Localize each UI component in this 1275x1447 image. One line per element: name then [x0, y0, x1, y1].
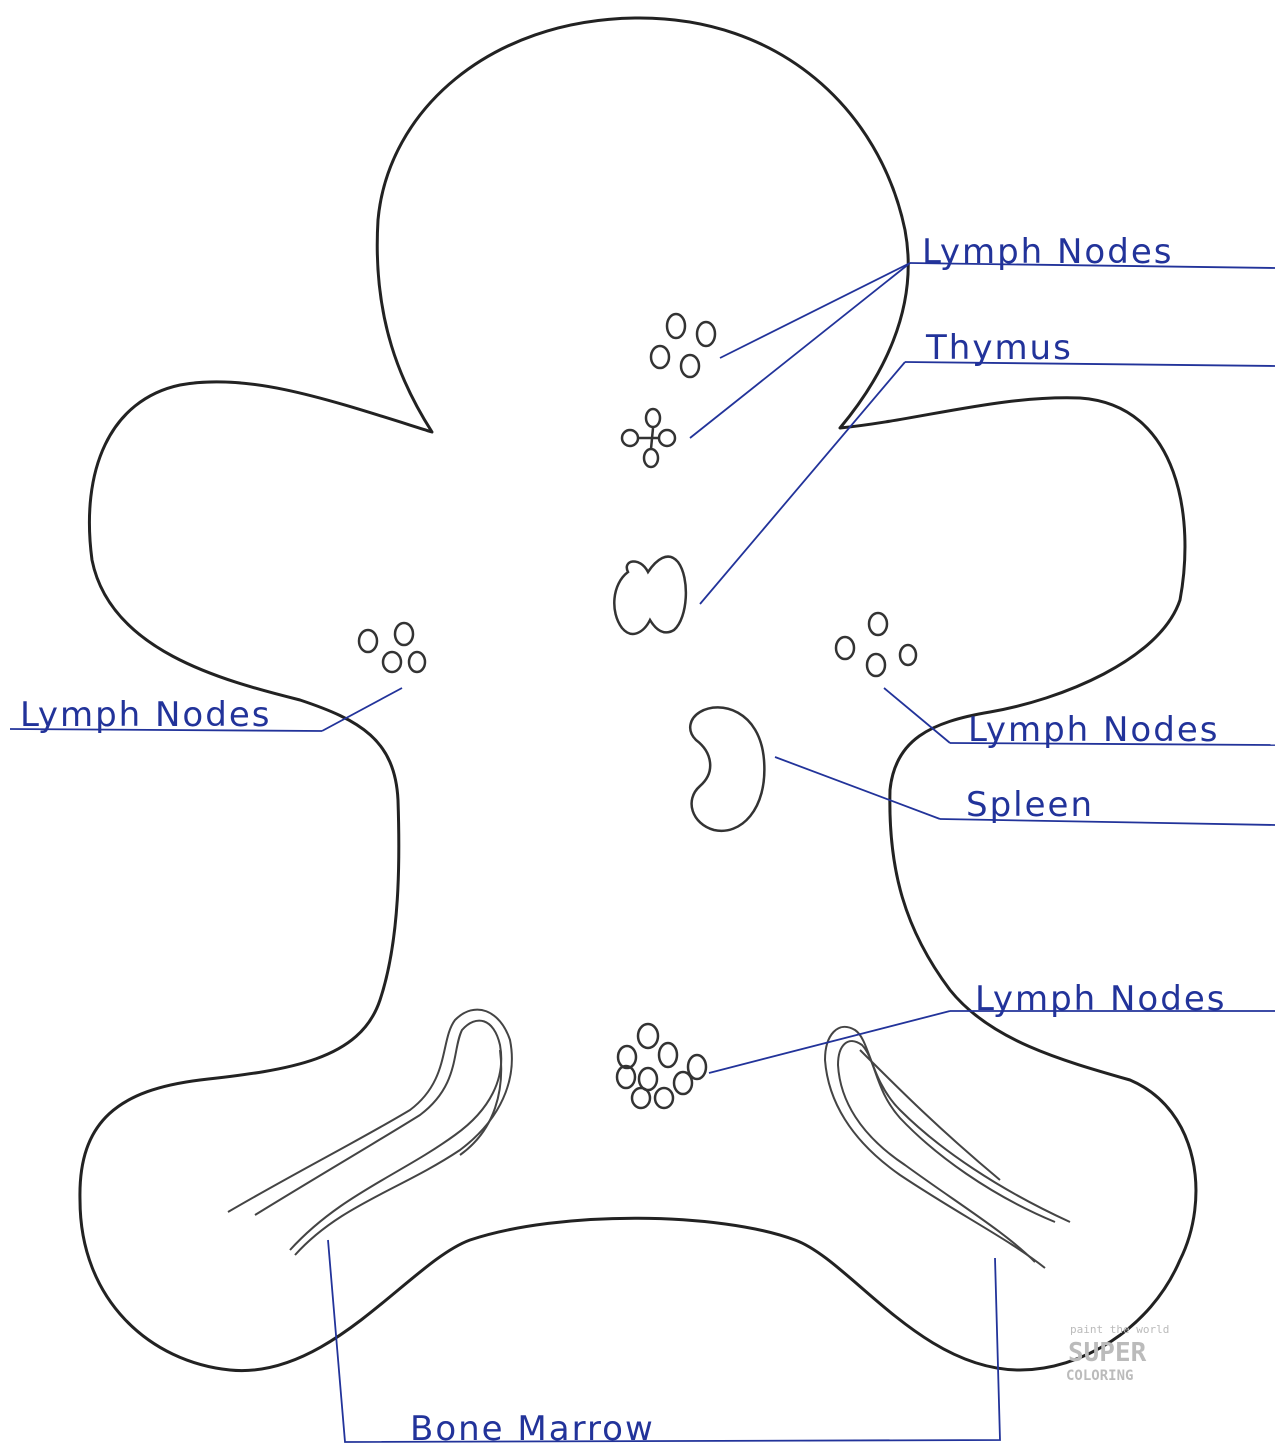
label-lymph-nodes-right-arm: Lymph Nodes [968, 710, 1219, 750]
leader-lines [10, 263, 1275, 1442]
label-spleen: Spleen [966, 785, 1094, 825]
lymph-node [667, 314, 685, 338]
lymph-node [836, 637, 854, 659]
lymph-node [674, 1072, 692, 1094]
lymph-node [622, 430, 638, 446]
watermark-tagline: paint the world [1070, 1323, 1169, 1336]
leader-left-to-nodes [322, 688, 402, 731]
left-leg-bone [228, 1010, 512, 1255]
lymph-node [646, 409, 660, 427]
lymph-node [395, 623, 413, 645]
groin-lymph-node-cluster [617, 1024, 706, 1108]
lymph-node [638, 1024, 658, 1048]
lymph-node [617, 1066, 635, 1088]
lymph-node [681, 355, 699, 377]
lymph-node [869, 613, 887, 635]
lymph-node [639, 1068, 657, 1090]
lymph-node [867, 654, 885, 676]
watermark-subbrand: COLORING [1066, 1368, 1133, 1384]
leader-thymus-to-organ [700, 362, 905, 604]
label-thymus: Thymus [925, 328, 1073, 368]
lymph-node [644, 449, 658, 467]
neck-lymph-node-cluster [651, 314, 715, 377]
thymus-organ [614, 557, 686, 634]
label-lymph-nodes-groin: Lymph Nodes [975, 979, 1226, 1019]
label-lymph-nodes-left-arm: Lymph Nodes [20, 695, 271, 735]
lymph-node [359, 630, 377, 652]
lymph-node [659, 1043, 677, 1067]
leader-neck-to-upper [720, 263, 910, 358]
lymph-node [618, 1046, 636, 1068]
spleen-organ [690, 707, 764, 830]
label-lymph-nodes-neck: Lymph Nodes [922, 232, 1173, 272]
super-coloring-watermark: paint the world SUPER COLORING [1066, 1323, 1169, 1384]
lymph-node [659, 430, 675, 446]
right-arm-lymph-node-cluster [836, 613, 916, 676]
leader-groin-to-nodes [709, 1011, 950, 1073]
label-bone-marrow: Bone Marrow [410, 1409, 655, 1447]
lymph-node [632, 1088, 650, 1108]
right-leg-bone [825, 1027, 1070, 1268]
leader-right-to-nodes [884, 688, 950, 743]
lymph-node [655, 1088, 673, 1108]
lymph-node [383, 652, 401, 672]
watermark-brand: SUPER [1068, 1338, 1147, 1368]
chest-lymph-node-cluster [622, 409, 675, 467]
left-arm-lymph-node-cluster [359, 623, 425, 672]
lymph-node [409, 652, 425, 672]
bone-marrow-shading [460, 1050, 501, 1155]
lymph-node [697, 322, 715, 346]
lymph-node [900, 645, 916, 665]
leader-spleen-to-organ [775, 757, 940, 819]
lymph-node [651, 346, 669, 368]
leader-neck-to-lower [690, 263, 910, 438]
